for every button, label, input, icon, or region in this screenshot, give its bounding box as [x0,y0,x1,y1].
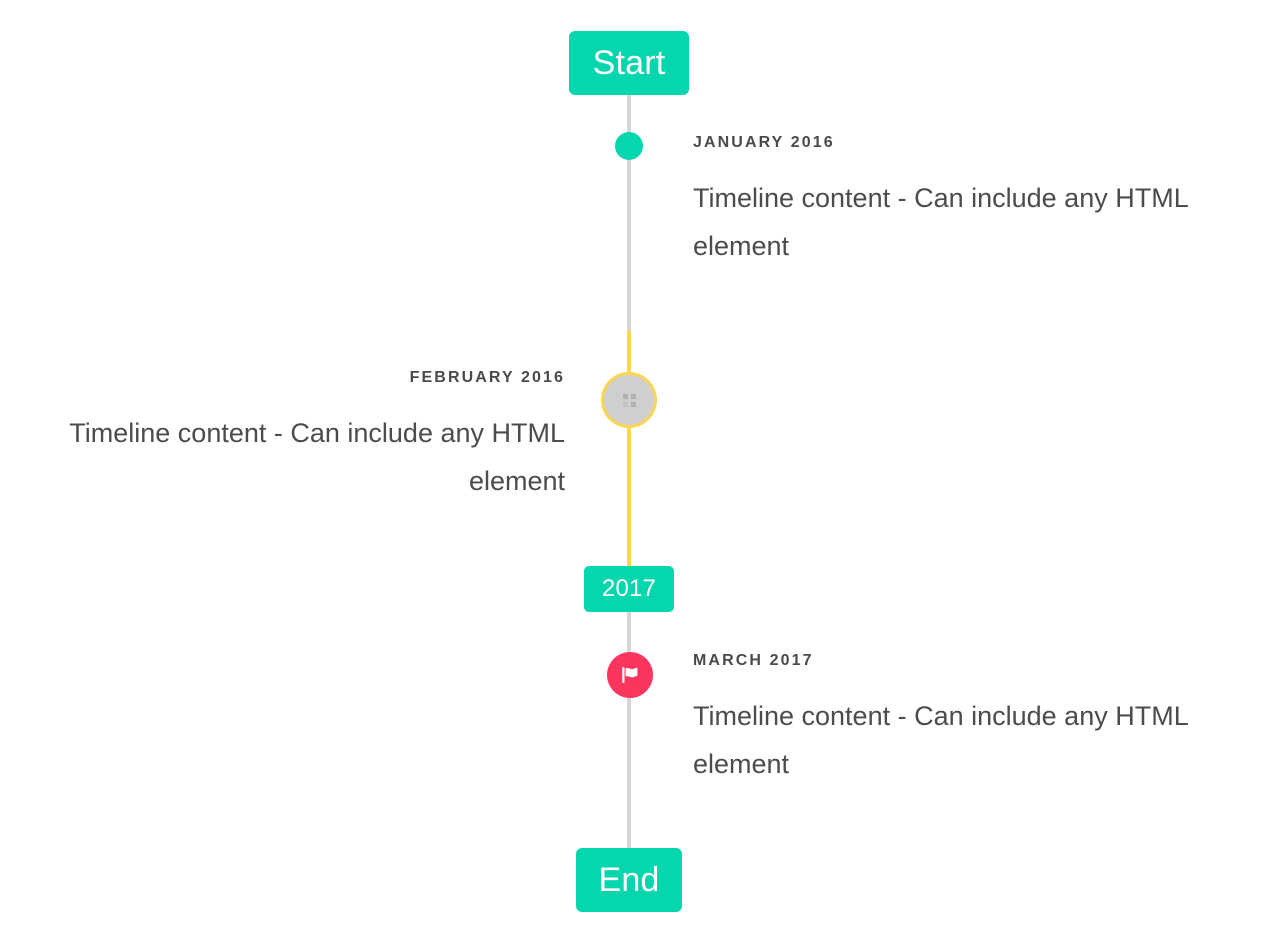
timeline-entry-body: Timeline content - Can include any HTML … [693,700,1188,779]
timeline-start-badge[interactable]: Start [569,31,689,95]
timeline-entry-march: MARCH 2017 Timeline content - Can includ… [693,652,1218,788]
timeline-entry-date: JANUARY 2016 [693,134,835,151]
timeline-rail-top [627,92,631,332]
timeline-entry-january: JANUARY 2016 Timeline content - Can incl… [693,134,1218,270]
timeline-entry-date: FEBRUARY 2016 [409,369,565,386]
timeline-year-badge[interactable]: 2017 [584,566,674,612]
timeline-end-badge[interactable]: End [576,848,682,912]
dot-icon[interactable] [615,132,643,160]
loading-dots-glyph [622,393,636,407]
timeline-entry-february: FEBRUARY 2016 Timeline content - Can inc… [40,369,565,505]
timeline-rail-bottom [627,610,631,852]
timeline-rail-highlight [627,330,631,568]
loading-dots-icon[interactable] [601,372,657,428]
timeline-entry-body: Timeline content - Can include any HTML … [69,417,565,496]
flag-glyph [622,667,638,683]
timeline-entry-body: Timeline content - Can include any HTML … [693,182,1188,261]
timeline-entry-date: MARCH 2017 [693,652,814,669]
flag-icon[interactable] [607,652,653,698]
